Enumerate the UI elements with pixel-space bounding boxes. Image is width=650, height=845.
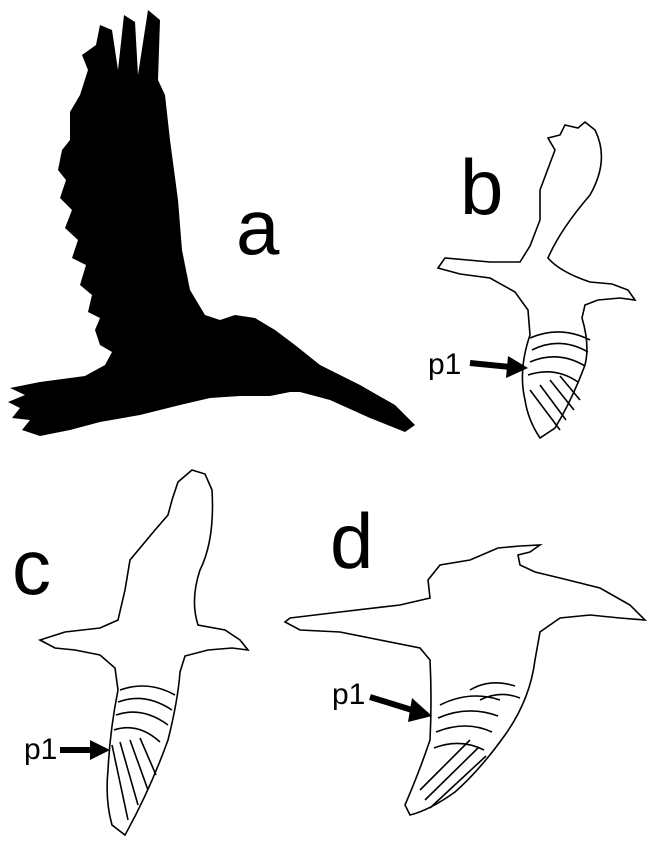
p1-label-d: p1	[332, 680, 365, 710]
arrow-p1-b	[470, 356, 528, 378]
arrow-p1-d	[370, 697, 432, 722]
p1-label-c: p1	[24, 735, 57, 765]
arrow-p1-c	[60, 740, 110, 760]
panel-label-c: c	[12, 528, 51, 606]
pelican-silhouette	[8, 10, 415, 436]
panel-label-b: b	[460, 148, 503, 226]
p1-label-b: p1	[428, 350, 461, 380]
panel-label-a: a	[236, 188, 279, 266]
bird-c-outline	[40, 470, 248, 835]
panel-label-d: d	[330, 502, 373, 580]
